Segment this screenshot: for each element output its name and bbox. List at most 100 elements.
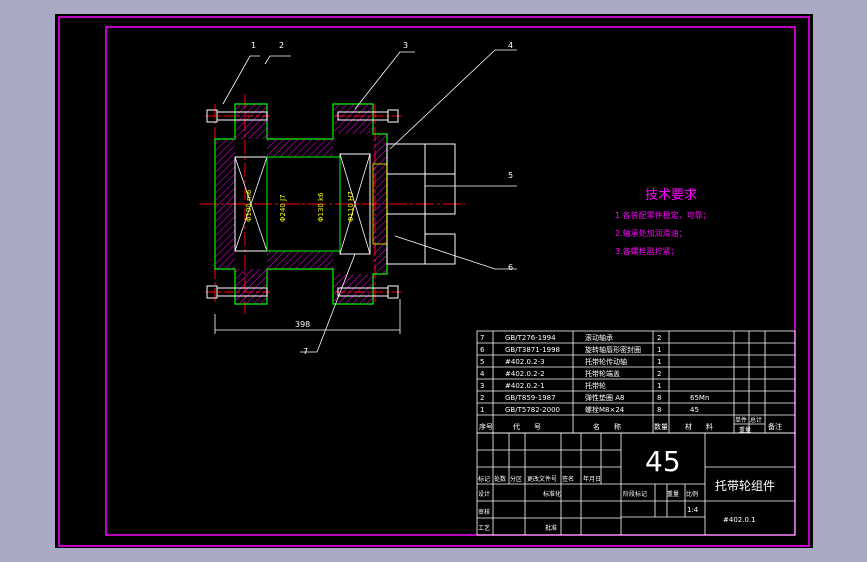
- bom-cell-name: 滚动轴承: [585, 333, 613, 342]
- assembly-section-view: Φ100 m6 Φ240 J7 Φ130 k6 Φ110 H7 398 1 2 …: [200, 41, 517, 356]
- bom-cell-qty: 8: [657, 394, 661, 402]
- rev-h-doc: 更改文件号: [527, 475, 557, 483]
- bom-h-remark: 备注: [768, 422, 782, 431]
- bolts: [206, 109, 399, 299]
- hatch-lr: [333, 274, 373, 304]
- inner-bore: [266, 156, 341, 252]
- seal: [372, 163, 388, 245]
- leader-3: [354, 51, 415, 110]
- approve-label: 批准: [545, 524, 557, 532]
- tech-req-item-2: 2.轴承处加润滑油；: [615, 228, 687, 238]
- design-label: 设计: [478, 490, 490, 498]
- bom-cell-name: 弹性垫圈 A8: [585, 393, 624, 402]
- bom-cell-code: GB/T859-1987: [505, 394, 556, 402]
- leader-1: [222, 55, 260, 105]
- bom-cell-no: 4: [480, 370, 485, 378]
- leader-2: [264, 55, 291, 65]
- bom-cell-qty: 2: [657, 370, 661, 378]
- bom-cell-qty: 1: [657, 382, 661, 390]
- balloon-4: 4: [508, 41, 513, 50]
- tech-req-item-1: 1.各装配零件稳定，可靠；: [615, 210, 711, 220]
- weight-label: 重量: [667, 490, 679, 498]
- shaft-step-bottom: [424, 233, 456, 265]
- leader-4: [389, 49, 517, 150]
- shaft: [386, 173, 456, 215]
- drawing-code: #402.0.1: [723, 516, 756, 524]
- tech-req-title: 技术要求: [645, 188, 697, 203]
- hatch-bottom-rim: [267, 251, 333, 269]
- dimension-398: 398: [295, 320, 310, 329]
- bom-cell-name: 旋转轴唇形密封圈: [585, 345, 641, 354]
- bolt-shank-ul: [216, 111, 268, 121]
- bom-cell-code: GB/T276-1994: [505, 334, 556, 342]
- leader-7: [300, 253, 356, 353]
- bom-cell-no: 5: [480, 358, 484, 366]
- assembly-name: 托带轮组件: [715, 479, 775, 493]
- bom-cell-name: 螺栓M8×24: [585, 405, 625, 414]
- rev-h-sign: 签名: [562, 475, 574, 483]
- bom-h-name: 名 称: [593, 422, 621, 431]
- bom-header: 序号 代 号 名 称 数量 材 料 单件 总计 重量 备注: [479, 416, 782, 434]
- rev-h-zone: 分区: [510, 475, 522, 483]
- craft-label: 工艺: [478, 524, 490, 532]
- cad-drawing: Φ100 m6 Φ240 J7 Φ130 k6 Φ110 H7 398 1 2 …: [58, 16, 810, 547]
- bom-cell-code: GB/T3871-1998: [505, 346, 560, 354]
- bom-cell-material: 45: [690, 406, 699, 414]
- bom-h-unit: 单件: [735, 416, 747, 424]
- tech-req-item-3: 3.各螺栓副拧紧；: [615, 246, 679, 256]
- leader-6: [394, 235, 517, 270]
- rev-h-date: 年月日: [583, 475, 601, 483]
- balloon-1: 1: [251, 41, 256, 50]
- bearing-diag-2: [234, 156, 268, 252]
- bolt-shank-ll: [216, 287, 268, 297]
- balloon-6: 6: [508, 263, 513, 272]
- dia-label-3: Φ130 k6: [317, 192, 325, 222]
- stage-mark-label: 阶段标记: [623, 490, 647, 498]
- bom-h-qty: 数量: [654, 422, 668, 431]
- bom-cell-name: 托带轮端盖: [585, 369, 620, 378]
- balloon-7: 7: [303, 347, 308, 356]
- bom-cell-qty: 8: [657, 406, 661, 414]
- bom-rows: 7 GB/T276-1994 滚动轴承 2 6 GB/T3871-1998 旋转轴唇形密封圈…: [480, 333, 709, 414]
- bolt-shank-ur: [337, 111, 389, 121]
- bom-cell-code: GB/T5782-2000: [505, 406, 560, 414]
- bom-cell-qty: 1: [657, 346, 661, 354]
- hatch-right-wall: [373, 134, 387, 274]
- tech-requirements: 技术要求 1.各装配零件稳定，可靠； 2.轴承处加润滑油； 3.各螺栓副拧紧；: [615, 188, 711, 256]
- hatch-ur: [333, 104, 373, 134]
- bom-cell-qty: 1: [657, 358, 661, 366]
- hatch-ll: [235, 269, 267, 304]
- scale-value: 1:4: [687, 506, 699, 514]
- bom-cell-qty: 2: [657, 334, 661, 342]
- balloon-3: 3: [403, 41, 408, 50]
- bom-cell-no: 7: [480, 334, 484, 342]
- dia-label-2: Φ240 J7: [279, 194, 287, 222]
- material-45: 45: [645, 445, 681, 478]
- bom-cell-name: 托带轮: [585, 381, 606, 390]
- balloon-2: 2: [279, 41, 284, 50]
- bom-cell-material: 65Mn: [690, 394, 709, 402]
- hatch-top-rim: [267, 139, 333, 157]
- rev-h-count: 处数: [494, 475, 506, 483]
- bolt-shank-lr: [337, 287, 389, 297]
- hatch-ul: [235, 104, 267, 139]
- bom-cell-no: 6: [480, 346, 485, 354]
- outer-border: [58, 16, 810, 547]
- bom-cell-no: 3: [480, 382, 484, 390]
- bom-h-weight: 重量: [739, 426, 751, 434]
- title-block: [476, 432, 796, 536]
- balloon-5: 5: [508, 171, 513, 180]
- title-block-text: 45 托带轮组件 #402.0.1 1:4 阶段标记 重量 比例 标记 处数 分…: [478, 445, 775, 532]
- rev-h-mark: 标记: [478, 475, 490, 483]
- hatch-left-wall: [215, 139, 235, 269]
- dia-label-1: Φ100 m6: [245, 189, 253, 222]
- inner-border: [105, 26, 796, 536]
- shaft-step-top: [424, 143, 456, 175]
- bom-h-code: 代 号: [513, 422, 541, 431]
- bom-cell-no: 1: [480, 406, 484, 414]
- bom-cell-name: 托带轮传动轴: [585, 357, 627, 366]
- dia-label-4: Φ110 H7: [347, 191, 355, 222]
- bom-cell-code: #402.0.2-3: [505, 358, 545, 366]
- bom-cell-code: #402.0.2-1: [505, 382, 545, 390]
- bom-cell-no: 2: [480, 394, 484, 402]
